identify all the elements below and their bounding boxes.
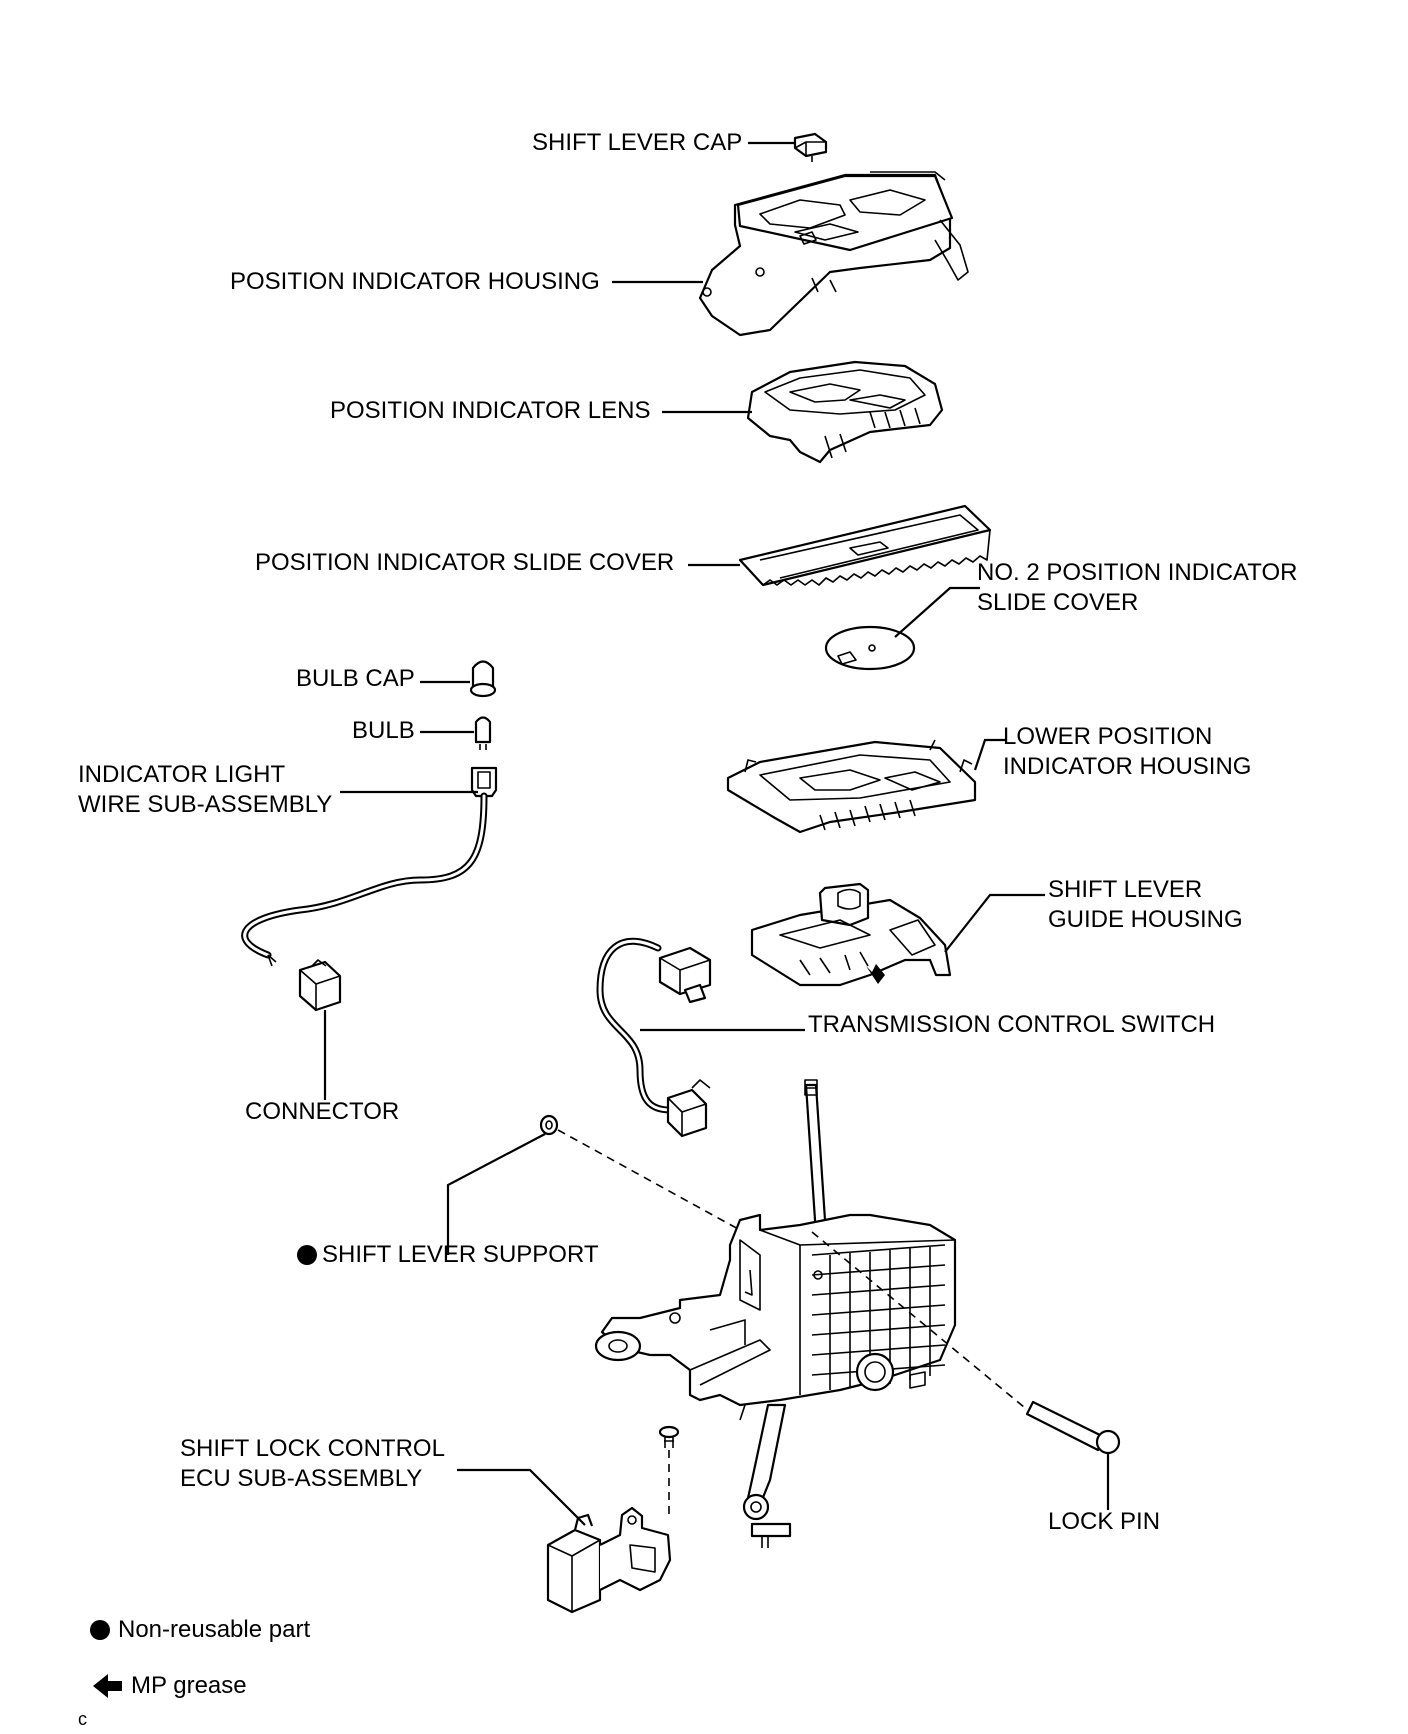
bulb-part xyxy=(474,716,492,750)
label-position-indicator-housing: POSITION INDICATOR HOUSING xyxy=(230,268,600,295)
assembly-line-support xyxy=(557,1129,741,1231)
shift-lever-support-part xyxy=(539,1114,559,1136)
screw-part xyxy=(658,1425,680,1448)
mp-grease-arrow-icon xyxy=(866,964,885,984)
leader-shift-lever-guide-housing xyxy=(944,893,1045,953)
label-shift-lock-line1: SHIFT LOCK CONTROL xyxy=(180,1435,445,1462)
shift-lever-base-part xyxy=(594,1079,957,1548)
label-transmission-control-switch: TRANSMISSION CONTROL SWITCH xyxy=(808,1011,1216,1038)
shift-lever-support-non-reusable-dot-icon xyxy=(297,1245,317,1265)
leader-shift-lock-ecu xyxy=(457,1468,586,1526)
transmission-control-switch-part xyxy=(596,937,712,1138)
lower-position-indicator-housing-part xyxy=(726,739,977,834)
shift-lock-ecu-part xyxy=(546,1506,672,1614)
label-shift-lever-support: SHIFT LEVER SUPPORT xyxy=(322,1241,599,1268)
indicator-light-wire-part xyxy=(241,766,498,1012)
position-indicator-housing-part xyxy=(698,171,969,337)
no2-slide-cover-part xyxy=(824,625,916,671)
label-shift-lever-cap: SHIFT LEVER CAP xyxy=(532,129,743,156)
label-lock-pin: LOCK PIN xyxy=(1048,1508,1161,1535)
non-reusable-dot-icon xyxy=(90,1620,110,1640)
label-position-indicator-slide-cover: POSITION INDICATOR SLIDE COVER xyxy=(255,549,675,576)
lock-pin-part xyxy=(1025,1400,1121,1455)
label-shift-lock-line2: ECU SUB-ASSEMBLY xyxy=(180,1465,423,1492)
label-indicator-light-line2: WIRE SUB-ASSEMBLY xyxy=(78,791,333,818)
legend-mp-grease: MP grease xyxy=(131,1672,247,1699)
bulb-cap-part xyxy=(469,660,497,698)
label-position-indicator-lens: POSITION INDICATOR LENS xyxy=(330,397,651,424)
leader-lower-position-indicator-housing xyxy=(973,738,1005,771)
label-guide-housing-line1: SHIFT LEVER xyxy=(1048,876,1203,903)
leader-no2-slide-cover xyxy=(894,586,980,638)
label-lower-housing-line2: INDICATOR HOUSING xyxy=(1003,753,1252,780)
mp-grease-legend-arrow-icon xyxy=(93,1674,122,1698)
figure-code: c xyxy=(78,1709,87,1729)
shift-lever-cap-part xyxy=(793,132,828,162)
assembly-line-center xyxy=(811,1231,1031,1413)
label-no2-slide-cover-line2: SLIDE COVER xyxy=(977,589,1139,616)
label-bulb: BULB xyxy=(352,717,415,744)
leader-shift-lever-support xyxy=(446,1133,546,1255)
label-no2-slide-cover-line1: NO. 2 POSITION INDICATOR xyxy=(977,559,1298,586)
position-indicator-slide-cover-part xyxy=(738,504,992,587)
label-bulb-cap: BULB CAP xyxy=(296,665,415,692)
label-guide-housing-line2: GUIDE HOUSING xyxy=(1048,906,1243,933)
legend-non-reusable: Non-reusable part xyxy=(118,1616,311,1643)
label-connector: CONNECTOR xyxy=(245,1098,400,1125)
label-lower-housing-line1: LOWER POSITION xyxy=(1003,723,1213,750)
label-indicator-light-line1: INDICATOR LIGHT xyxy=(78,761,286,788)
position-indicator-lens-part xyxy=(746,360,944,464)
shift-lever-guide-housing-part xyxy=(750,882,952,987)
